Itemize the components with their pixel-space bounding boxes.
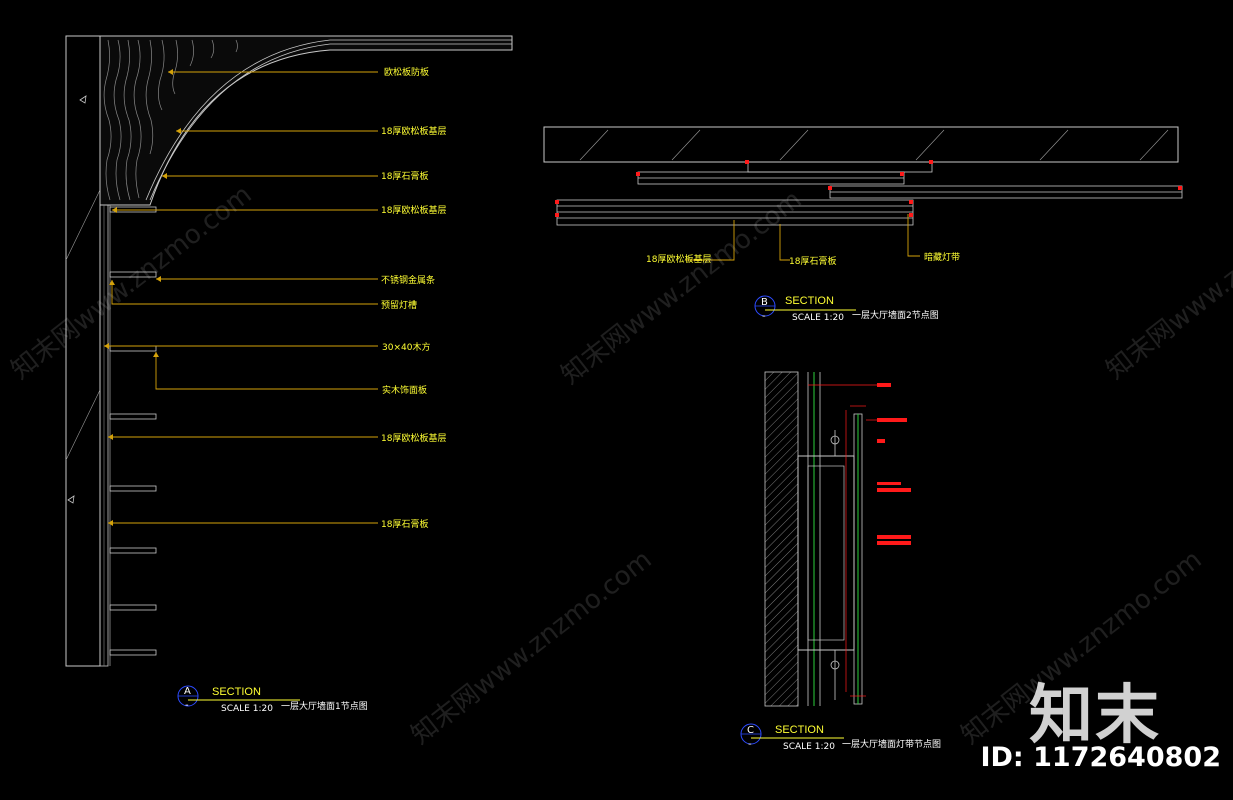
section-a-label-10: 18厚石膏板 xyxy=(381,518,428,530)
section-a-label-5: 不锈钢金属条 xyxy=(381,274,435,286)
section-a-label-7: 30×40木方 xyxy=(382,341,430,353)
watermark-logo: 知末 xyxy=(1029,679,1161,753)
section-b-title-block: B - SECTION SCALE 1:20 一层大厅墙面2节点图 xyxy=(754,295,939,323)
section-c-wall-hatch xyxy=(764,371,799,707)
section-b-scale: SCALE 1:20 xyxy=(792,313,844,323)
watermark-text: 知末网www.znzmo.com xyxy=(1101,180,1233,386)
section-a-wood-block xyxy=(99,35,513,206)
section-c-subtitle: 一层大厅墙面灯带节点图 xyxy=(842,738,941,750)
section-a-label-1: 欧松板防板 xyxy=(384,66,429,78)
section-c-bubble-letter: C xyxy=(747,725,754,736)
section-c-markers xyxy=(877,383,911,545)
section-a-title-block: A - SECTION SCALE 1:20 一层大厅墙面1节点图 xyxy=(177,685,368,714)
section-b-label-2: 18厚石膏板 xyxy=(789,255,836,267)
section-a-label-3: 18厚石膏板 xyxy=(381,170,428,182)
section-c-title-block: C - SECTION SCALE 1:20 一层大厅墙面灯带节点图 xyxy=(740,723,941,752)
section-a-scale: SCALE 1:20 xyxy=(221,704,273,714)
section-a-wall xyxy=(65,35,101,667)
section-b-slab xyxy=(543,126,1179,163)
section-c-bubble-sub: - xyxy=(748,739,752,750)
section-a-label-4: 18厚欧松板基层 xyxy=(381,204,446,216)
section-c-light-box xyxy=(797,455,855,651)
watermark-text: 知末网www.znzmo.com xyxy=(406,545,658,751)
watermark-text: 知末网www.znzmo.com xyxy=(556,185,808,391)
section-c-drawing: C - SECTION SCALE 1:20 一层大厅墙面灯带节点图 xyxy=(740,371,941,752)
section-b-drawing: 18厚欧松板基层 18厚石膏板 暗藏灯带 B - SECTION SCALE 1… xyxy=(543,126,1183,323)
section-a-leaders xyxy=(104,71,378,524)
section-b-leaders xyxy=(686,214,920,261)
section-b-label-1: 18厚欧松板基层 xyxy=(646,253,711,265)
section-a-title: SECTION xyxy=(212,686,261,698)
section-a-bubble-sub: - xyxy=(185,700,189,711)
image-id-label: ID: 1172640802 xyxy=(980,742,1221,773)
section-a-label-9: 18厚欧松板基层 xyxy=(381,432,446,444)
section-c-title: SECTION xyxy=(775,724,824,736)
section-a-label-8: 实木饰面板 xyxy=(382,384,427,396)
section-a-subtitle: 一层大厅墙面1节点图 xyxy=(281,700,368,712)
section-a-label-6: 预留灯槽 xyxy=(381,299,417,311)
section-b-subtitle: 一层大厅墙面2节点图 xyxy=(852,309,939,321)
section-a-drawing: 欧松板防板 18厚欧松板基层 18厚石膏板 18厚欧松板基层 不锈钢金属条 预留… xyxy=(65,35,513,714)
section-c-scale: SCALE 1:20 xyxy=(783,742,835,752)
section-a-label-2: 18厚欧松板基层 xyxy=(381,125,446,137)
section-a-fins xyxy=(109,206,157,656)
section-b-bubble-sub: - xyxy=(762,311,766,322)
section-b-title: SECTION xyxy=(785,295,834,307)
section-b-ceiling-boards xyxy=(556,161,1183,226)
section-b-label-3: 暗藏灯带 xyxy=(924,251,960,263)
section-a-bubble-letter: A xyxy=(184,686,191,697)
section-b-bubble-letter: B xyxy=(761,297,768,308)
watermark-text: 知末网www.znzmo.com xyxy=(6,180,258,386)
